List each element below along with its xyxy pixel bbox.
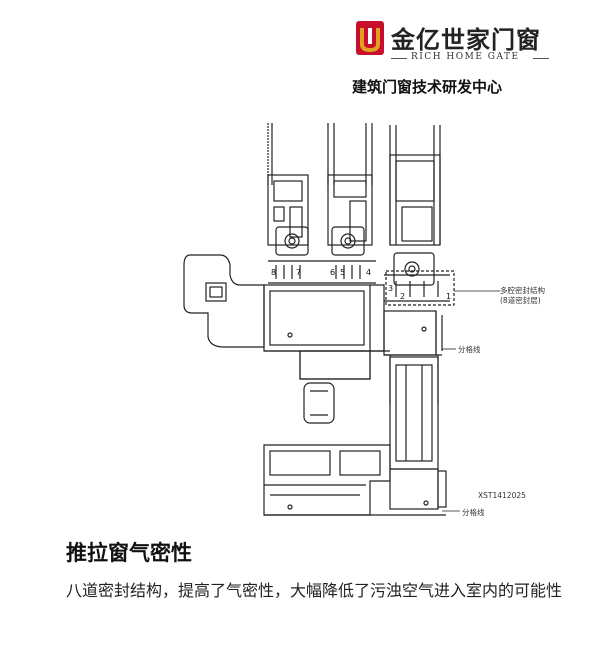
window-section-drawing: 8 7 6 5 4 3 2 1 多腔密封结构 (8道密封层) 分格线 XST14… <box>183 123 545 517</box>
brand-rule-left <box>391 58 407 59</box>
seal-number-6: 6 <box>330 268 335 277</box>
brand-name-cn: 金亿世家门窗 <box>391 26 541 54</box>
section-description: 八道密封结构，提高了气密性，大幅降低了污浊空气进入室内的可能性 <box>66 581 563 600</box>
seal-number-8: 8 <box>271 268 276 277</box>
brand-logo: 金亿世家门窗 RICH HOME GATE <box>355 18 555 68</box>
seal-number-3: 3 <box>388 284 393 293</box>
section-heading: 推拉窗气密性 <box>66 541 192 565</box>
brand-rule-right <box>533 58 549 59</box>
seal-structure-sublabel: (8道密封层) <box>500 295 541 305</box>
brand-name-en-wrap: RICH HOME GATE <box>391 52 549 64</box>
brand-name-en: RICH HOME GATE <box>411 52 520 62</box>
seal-number-2: 2 <box>400 292 405 301</box>
seal-number-1: 1 <box>446 292 451 301</box>
seal-number-4: 4 <box>366 268 371 277</box>
seal-structure-label: 多腔密封结构 <box>500 285 545 295</box>
part-code-label: XST1412025 <box>478 491 526 500</box>
seal-number-7: 7 <box>296 268 301 277</box>
brand-mark-icon <box>356 21 384 55</box>
research-center-title: 建筑门窗技术研发中心 <box>352 78 503 96</box>
seal-number-5: 5 <box>340 268 345 277</box>
divider-line-label-bottom: 分格线 <box>462 507 485 517</box>
divider-line-label-top: 分格线 <box>458 344 481 354</box>
